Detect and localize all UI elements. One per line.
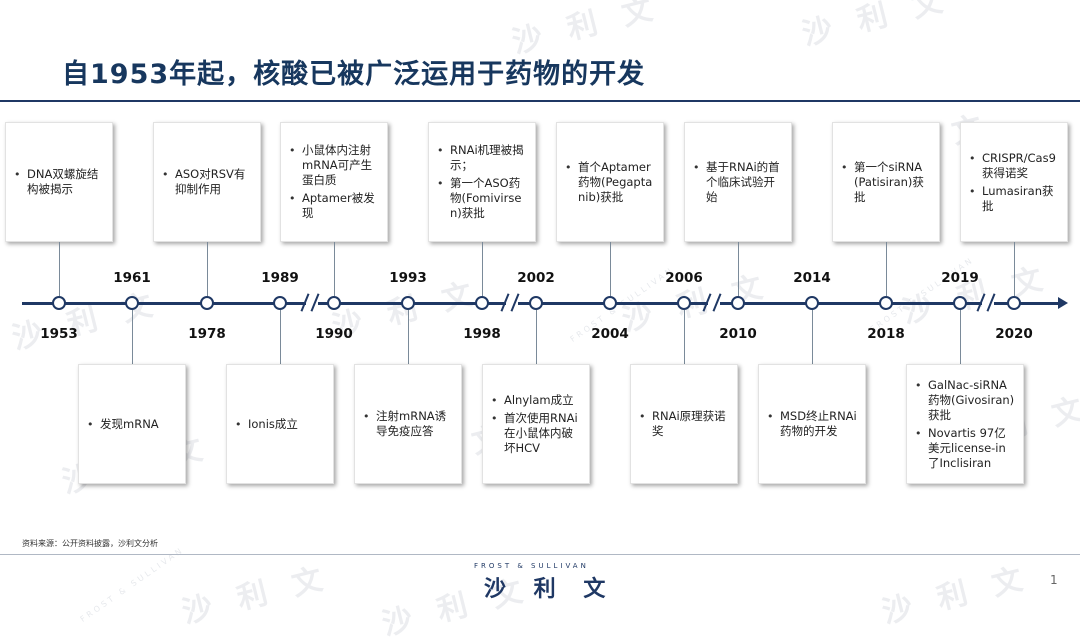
- node-2014: [805, 296, 819, 310]
- event-card-1993: 注射mRNA诱导免疫应答: [354, 364, 462, 484]
- node-1961: [125, 296, 139, 310]
- source-note: 资料来源：公开资料披露，沙利文分析: [22, 539, 158, 548]
- event-item: Ionis成立: [235, 417, 327, 432]
- connector-2014: [812, 310, 813, 364]
- year-label-2004: 2004: [591, 326, 629, 342]
- year-label-2002: 2002: [517, 270, 555, 286]
- event-item: 第一个siRNA(Patisiran)获批: [841, 160, 933, 205]
- page-number: 1: [1050, 573, 1058, 587]
- event-card-2002: Alnylam成立 首次使用RNAi在小鼠体内破坏HCV: [482, 364, 590, 484]
- connector-2020: [1014, 242, 1015, 296]
- connector-1990: [334, 242, 335, 296]
- event-card-2006: RNAi原理获诺奖: [630, 364, 738, 484]
- event-item: Lumasiran获批: [969, 184, 1061, 214]
- node-2004: [603, 296, 617, 310]
- node-1978: [200, 296, 214, 310]
- watermark: 沙 利 文: [898, 260, 1054, 331]
- event-item: 首个Aptamer药物(Pegaptanib)获批: [565, 160, 657, 205]
- event-card-2010: 基于RNAi的首个临床试验开始: [684, 122, 792, 242]
- connector-1961: [132, 310, 133, 364]
- connector-2019: [960, 310, 961, 364]
- year-label-2020: 2020: [995, 326, 1033, 342]
- year-label-1989: 1989: [261, 270, 299, 286]
- node-1998: [475, 296, 489, 310]
- connector-1978: [207, 242, 208, 296]
- event-item: 注射mRNA诱导免疫应答: [363, 409, 455, 439]
- node-2019: [953, 296, 967, 310]
- year-label-1961: 1961: [113, 270, 151, 286]
- event-card-2018: 第一个siRNA(Patisiran)获批: [832, 122, 940, 242]
- connector-2004: [610, 242, 611, 296]
- connector-2006: [684, 310, 685, 364]
- title-divider: [0, 100, 1080, 102]
- node-2002: [529, 296, 543, 310]
- timeline-arrow: [1058, 297, 1068, 309]
- node-2006: [677, 296, 691, 310]
- event-card-2014: MSD终止RNAi药物的开发: [758, 364, 866, 484]
- event-item: CRISPR/Cas9获得诺奖: [969, 151, 1061, 181]
- year-label-1998: 1998: [463, 326, 501, 342]
- event-card-1998: RNAi机理被揭示； 第一个ASO药物(Fomivirsen)获批: [428, 122, 536, 242]
- footer-divider: [0, 554, 1080, 555]
- year-label-1990: 1990: [315, 326, 353, 342]
- event-card-2020: CRISPR/Cas9获得诺奖 Lumasiran获批: [960, 122, 1068, 242]
- node-2018: [879, 296, 893, 310]
- event-card-1978: ASO对RSV有抑制作用: [153, 122, 261, 242]
- event-item: 首次使用RNAi在小鼠体内破坏HCV: [491, 411, 583, 456]
- event-card-2004: 首个Aptamer药物(Pegaptanib)获批: [556, 122, 664, 242]
- year-label-2019: 2019: [941, 270, 979, 286]
- page-title: 自1953年起，核酸已被广泛运用于药物的开发: [62, 59, 646, 90]
- watermark-en: FROST & SULLIVAN: [78, 545, 186, 624]
- node-1989: [273, 296, 287, 310]
- event-item: RNAi原理获诺奖: [639, 409, 731, 439]
- connector-1998: [482, 242, 483, 296]
- year-label-2018: 2018: [867, 326, 905, 342]
- connector-1993: [408, 310, 409, 364]
- connector-2002: [536, 310, 537, 364]
- event-card-1990: 小鼠体内注射mRNA可产生蛋白质 Aptamer被发现: [280, 122, 388, 242]
- event-item: DNA双螺旋结构被揭示: [14, 167, 106, 197]
- event-item: RNAi机理被揭示；: [437, 143, 529, 173]
- year-label-2010: 2010: [719, 326, 757, 342]
- event-card-1989: Ionis成立: [226, 364, 334, 484]
- event-item: Novartis 97亿美元license-in了Inclisiran: [915, 426, 1017, 471]
- connector-2010: [738, 242, 739, 296]
- logo-en-text: FROST & SULLIVAN: [474, 562, 589, 570]
- event-card-2019: GalNac-siRNA药物(Givosiran)获批 Novartis 97亿…: [906, 364, 1024, 484]
- year-label-2014: 2014: [793, 270, 831, 286]
- event-card-1961: 发现mRNA: [78, 364, 186, 484]
- year-label-2006: 2006: [665, 270, 703, 286]
- event-item: MSD终止RNAi药物的开发: [767, 409, 859, 439]
- watermark: 沙 利 文: [178, 560, 334, 631]
- node-1990: [327, 296, 341, 310]
- watermark: 沙 利 文: [8, 286, 164, 357]
- year-label-1978: 1978: [188, 326, 226, 342]
- connector-1989: [280, 310, 281, 364]
- year-label-1953: 1953: [40, 326, 78, 342]
- event-item: Aptamer被发现: [289, 191, 381, 221]
- node-1953: [52, 296, 66, 310]
- event-item: 第一个ASO药物(Fomivirsen)获批: [437, 176, 529, 221]
- event-card-1953: DNA双螺旋结构被揭示: [5, 122, 113, 242]
- logo-cn-text: 沙 利 文: [484, 577, 616, 602]
- node-1993: [401, 296, 415, 310]
- event-item: 发现mRNA: [87, 417, 179, 432]
- watermark: 沙 利 文: [798, 0, 954, 53]
- event-item: ASO对RSV有抑制作用: [162, 167, 254, 197]
- event-item: Alnylam成立: [491, 393, 583, 408]
- connector-1953: [59, 242, 60, 296]
- connector-2018: [886, 242, 887, 296]
- watermark: 沙 利 文: [878, 560, 1034, 631]
- event-item: GalNac-siRNA药物(Givosiran)获批: [915, 378, 1017, 423]
- year-label-1993: 1993: [389, 270, 427, 286]
- event-item: 小鼠体内注射mRNA可产生蛋白质: [289, 143, 381, 188]
- node-2010: [731, 296, 745, 310]
- node-2020: [1007, 296, 1021, 310]
- event-item: 基于RNAi的首个临床试验开始: [693, 160, 785, 205]
